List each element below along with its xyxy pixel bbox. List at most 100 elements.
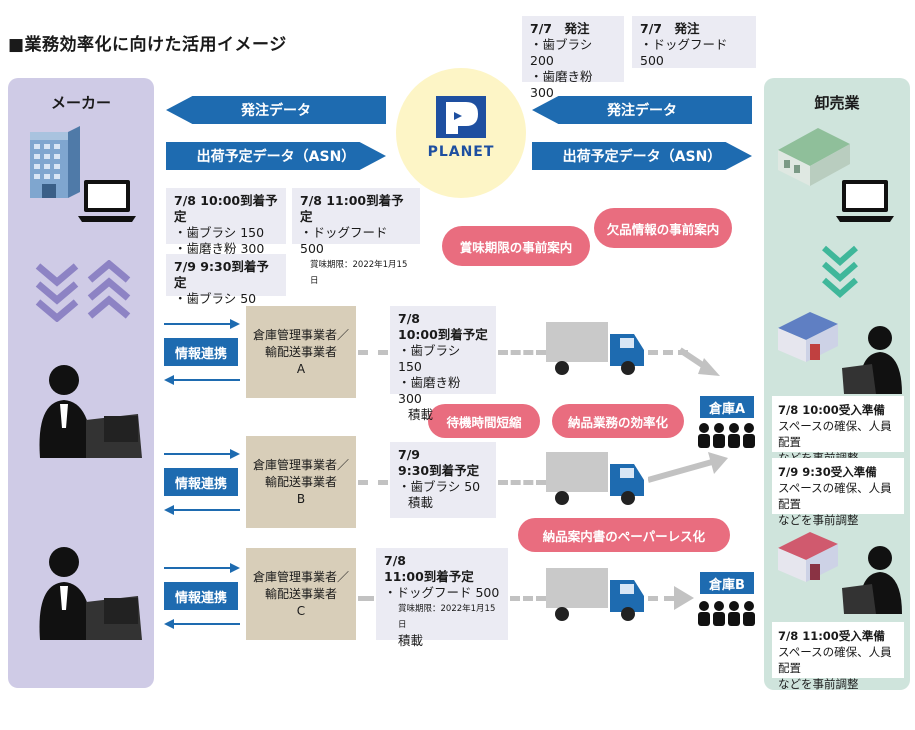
order-data-arrow-left: 発注データ [166, 96, 386, 124]
dashed-connector [358, 350, 388, 355]
carrier-line: 倉庫管理事業者／ [252, 569, 349, 584]
order-header: 7/7 発注 [640, 21, 700, 36]
shipment-b: 7/9 9:30到着予定 ・歯ブラシ 50 積載 [390, 442, 496, 518]
carrier-id: A [296, 361, 306, 376]
staff-group-icon [698, 423, 755, 448]
asn-note: 賞味期限：2022年1月15日 [310, 260, 408, 286]
carrier-id: B [296, 491, 306, 506]
carrier-c: 倉庫管理事業者／ 輸配送事業者 C [246, 548, 356, 640]
asn-line: ・歯ブラシ 150 [174, 225, 265, 240]
asn-header: 7/8 11:00到着予定 [300, 193, 404, 224]
asn-line: ・歯磨き粉 300 [174, 241, 265, 256]
arrow-to-warehouse [680, 347, 720, 376]
arrow-to-warehouse-c [674, 586, 694, 610]
info-link-a: 情報連携 [164, 338, 238, 366]
carrier-line: 輸配送事業者 [264, 344, 337, 359]
chevron-up-icon [87, 260, 131, 319]
maker-panel: メーカー [8, 78, 154, 688]
pill-shortage: 欠品情報の事前案内 [594, 208, 732, 248]
shipment-time: 9:30到着予定 [398, 463, 480, 478]
shipment-line: ・歯磨き粉 300 [398, 375, 461, 406]
prep-line: スペースの確保、人員配置 [778, 419, 892, 449]
shipment-date: 7/8 [398, 311, 420, 326]
dashed-connector [358, 480, 388, 485]
truck-icon-3 [546, 568, 644, 621]
warehouse-operator-icon-2 [778, 532, 902, 614]
warehouse-a-label: 倉庫A [700, 396, 754, 418]
operator-icon-2 [39, 547, 142, 640]
asn-data-label: 出荷予定データ（ASN） [562, 149, 722, 165]
asn-box-2: 7/8 11:00到着予定 ・ドッグフード 500 賞味期限：2022年1月15… [292, 188, 420, 286]
shipment-time: 11:00到着予定 [384, 569, 474, 584]
arrow-to-warehouse-b [648, 452, 728, 483]
dashed-connector [510, 596, 546, 601]
sync-arrows-b [164, 449, 240, 515]
warehouse-building-icon [778, 128, 850, 186]
shipment-line: ・歯ブラシ 150 [398, 343, 461, 374]
sync-arrows-c [164, 563, 240, 629]
dashed-connector [648, 350, 688, 355]
carrier-line: 輸配送事業者 [264, 474, 337, 489]
wholesale-label: 卸売業 [814, 94, 860, 112]
prep-box-1: 7/8 10:00受入準備 スペースの確保、人員配置 などを事前調整 [772, 396, 904, 465]
prep-line: スペースの確保、人員配置 [778, 645, 892, 675]
shipment-c: 7/8 11:00到着予定 ・ドッグフード 500 賞味期限：2022年1月15… [376, 548, 508, 648]
carrier-line: 倉庫管理事業者／ [252, 457, 349, 472]
order-data-label: 発注データ [607, 103, 677, 119]
dashed-connector [648, 596, 674, 601]
staff-group-icon-2 [698, 601, 755, 626]
order-line: ・歯磨き粉 300 [530, 69, 593, 100]
asn-box-1: 7/8 10:00到着予定 ・歯ブラシ 150 ・歯磨き粉 300 [166, 188, 286, 256]
asn-header: 7/9 9:30到着予定 [174, 259, 269, 290]
shipment-footer: 積載 [408, 407, 434, 422]
prep-line: などを事前調整 [778, 677, 859, 691]
shipment-line: ・歯ブラシ 50 [398, 479, 481, 494]
carrier-id: C [296, 603, 306, 618]
shipment-a: 7/8 10:00到着予定 ・歯ブラシ 150 ・歯磨き粉 300 積載 [390, 306, 496, 422]
shipment-note: 賞味期限：2022年1月15日 [398, 604, 496, 630]
asn-line: ・ドッグフード 500 [300, 225, 388, 256]
asn-data-arrow-left: 出荷予定データ（ASN） [166, 142, 386, 170]
order-data-arrow-right: 発注データ [532, 96, 752, 124]
shipment-footer: 積載 [408, 495, 434, 510]
sync-arrows-a [164, 319, 240, 385]
order-header: 7/7 発注 [530, 21, 590, 36]
planet-hub: PLANET [396, 68, 526, 198]
shipment-date: 7/8 [384, 553, 406, 568]
pill-wait: 待機時間短縮 [428, 404, 540, 438]
laptop-icon [78, 180, 136, 222]
order-line: ・ドッグフード 500 [640, 37, 728, 68]
asn-line: ・歯ブラシ 50 [174, 291, 257, 306]
page-title: ■業務効率化に向けた活用イメージ [8, 35, 287, 55]
laptop-icon-2 [836, 180, 894, 222]
shipment-date: 7/9 [398, 447, 420, 462]
prep-line: などを事前調整 [778, 513, 859, 527]
prep-header: 7/8 10:00受入準備 [778, 403, 885, 417]
order-line: ・歯ブラシ 200 [530, 37, 593, 68]
asn-header: 7/8 10:00到着予定 [174, 193, 278, 224]
asn-box-3: 7/9 9:30到着予定 ・歯ブラシ 50 [166, 254, 286, 306]
prep-header: 7/9 9:30受入準備 [778, 465, 877, 479]
maker-label: メーカー [50, 94, 111, 112]
pill-paperless: 納品案内書のペーパーレス化 [518, 518, 730, 552]
info-link-c: 情報連携 [164, 582, 238, 610]
asn-data-label: 出荷予定データ（ASN） [196, 149, 356, 165]
prep-line: スペースの確保、人員配置 [778, 481, 892, 511]
truck-icon-2 [546, 452, 644, 505]
shipment-time: 10:00到着予定 [398, 327, 488, 342]
chevron-down-icon [35, 263, 79, 322]
warehouse-operator-icon [778, 312, 902, 394]
info-link-b: 情報連携 [164, 468, 238, 496]
prep-box-3: 7/8 11:00受入準備 スペースの確保、人員配置 などを事前調整 [772, 622, 904, 691]
prep-header: 7/8 11:00受入準備 [778, 629, 885, 643]
pill-expiry: 賞味期限の事前案内 [442, 226, 590, 266]
carrier-b: 倉庫管理事業者／ 輸配送事業者 B [246, 436, 356, 528]
dashed-connector [498, 480, 546, 485]
carrier-a: 倉庫管理事業者／ 輸配送事業者 A [246, 306, 356, 398]
order-box-2: 7/7 発注 ・ドッグフード 500 [632, 16, 756, 68]
pill-efficiency: 納品業務の効率化 [552, 404, 684, 438]
planet-logo-icon [436, 96, 486, 138]
shipment-line: ・ドッグフード 500 [384, 585, 500, 600]
wholesale-panel: 卸売業 [764, 78, 910, 690]
office-building-icon [30, 126, 80, 198]
